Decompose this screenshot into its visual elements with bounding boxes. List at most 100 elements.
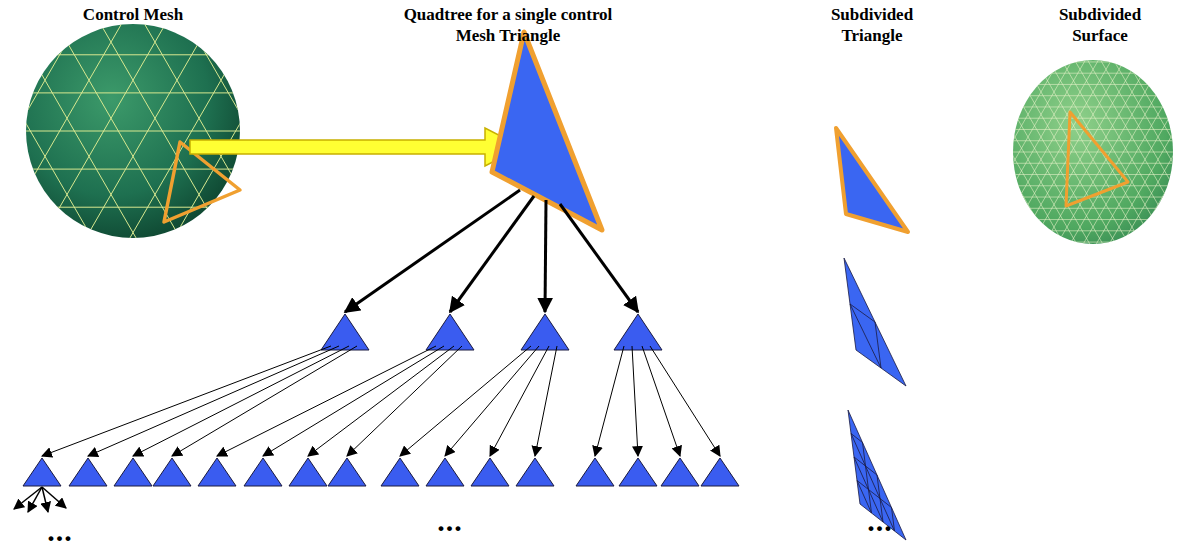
panel-heading: Quadtree for a single control Mesh Trian…	[383, 4, 633, 46]
subdivided-triangle	[836, 128, 908, 232]
tree-arrow	[650, 346, 720, 456]
mesh-line	[1064, 64, 1179, 278]
mesh-line	[970, 50, 1179, 51]
mesh-line	[1005, 30, 1129, 244]
tree-arrow	[560, 204, 638, 312]
ellipsis: ...	[420, 506, 480, 536]
tree-arrow	[400, 346, 531, 456]
mesh-line	[970, 106, 1179, 107]
mesh-line	[51, 14, 194, 262]
mesh-line	[970, 174, 1179, 175]
mesh-line	[182, 0, 325, 185]
mesh-line	[970, 253, 1179, 254]
mesh-line	[40, 0, 183, 242]
mesh-line	[116, 0, 259, 223]
subdivision-line	[857, 481, 892, 508]
tree-arrow	[217, 346, 436, 456]
mesh-line	[0, 245, 276, 246]
subdivided-triangles	[836, 128, 908, 540]
tree-arrow	[450, 196, 534, 312]
tree-arrow	[263, 346, 444, 456]
mesh-line	[0, 54, 276, 55]
tree-arrow	[535, 346, 557, 456]
mesh-line	[931, 103, 1055, 317]
mesh-lines	[0, 0, 347, 337]
tree-arrow	[42, 346, 331, 456]
mesh-line	[72, 14, 215, 262]
mesh-line	[976, 13, 1099, 227]
child-triangle	[521, 314, 569, 350]
mesh-line	[1122, 98, 1179, 312]
child-triangle	[23, 458, 61, 486]
child-triangle	[381, 458, 419, 486]
mesh-line	[1083, 75, 1179, 289]
mesh-line	[0, 207, 276, 208]
mesh-line	[970, 81, 1094, 295]
mesh-line	[0, 283, 276, 284]
tree-arrow	[595, 346, 624, 456]
mesh-line	[986, 19, 1110, 233]
panel-heading: Subdivided Triangle	[812, 4, 932, 46]
tree-arrow	[88, 346, 339, 456]
child-triangle	[198, 458, 236, 486]
mesh-line	[0, 90, 62, 338]
child-triangle	[426, 314, 474, 350]
mesh-line	[1009, 58, 1132, 272]
mesh-line	[970, 84, 1179, 85]
mesh-line	[138, 52, 281, 300]
tree-arrow	[14, 487, 42, 509]
mesh-line	[996, 24, 1120, 238]
mesh-line	[950, 92, 1074, 306]
child-triangle	[321, 314, 369, 350]
mesh-line	[970, 129, 1179, 130]
selected-triangle	[1066, 112, 1128, 206]
subdivision-line	[850, 304, 881, 368]
child-triangle	[576, 458, 614, 486]
panel-heading: Control Mesh	[33, 4, 233, 25]
mesh-line	[1015, 36, 1139, 250]
child-triangle	[471, 458, 509, 486]
mesh-line	[105, 33, 248, 281]
mesh-line	[970, 152, 1179, 153]
mesh-line	[970, 61, 1179, 62]
mesh-line	[204, 90, 347, 338]
mesh-line	[0, 0, 117, 204]
child-triangle	[114, 458, 152, 486]
mesh-line	[0, 131, 276, 132]
mesh-line	[970, 264, 1179, 265]
child-triangle	[328, 458, 366, 486]
mesh-line	[989, 69, 1113, 283]
tree-arrow	[632, 346, 638, 456]
mesh-line	[0, 169, 276, 170]
panel-heading: Subdivided Surface	[1040, 4, 1160, 46]
tree-arrow	[133, 346, 349, 456]
child-triangle	[614, 314, 662, 350]
mesh-line	[1077, 19, 1179, 233]
mesh-line	[0, 71, 95, 319]
subdivision-line	[850, 304, 875, 322]
tree-arrow	[490, 346, 549, 456]
child-triangle	[289, 458, 327, 486]
mesh-line	[1025, 41, 1149, 255]
child-triangle	[516, 458, 554, 486]
surface-mesh-lines	[931, 0, 1179, 317]
mesh-line	[0, 92, 276, 93]
mesh-line	[970, 197, 1179, 198]
mesh-line	[1067, 24, 1179, 238]
mesh-line	[7, 0, 150, 223]
mesh-line	[970, 73, 1179, 74]
child-triangle	[426, 458, 464, 486]
mesh-line	[1044, 53, 1168, 267]
mesh-line	[1028, 47, 1152, 261]
tree-arrow	[445, 346, 539, 456]
mesh-line	[970, 242, 1179, 243]
mesh-line	[1034, 47, 1158, 261]
child-triangle	[701, 458, 739, 486]
mesh-line	[1093, 81, 1179, 295]
child-triangle	[619, 458, 657, 486]
ellipsis: ...	[30, 516, 90, 546]
mesh-line	[957, 2, 1081, 216]
quadtree	[14, 190, 739, 512]
mesh-line	[937, 0, 1061, 205]
mesh-line	[0, 52, 128, 300]
